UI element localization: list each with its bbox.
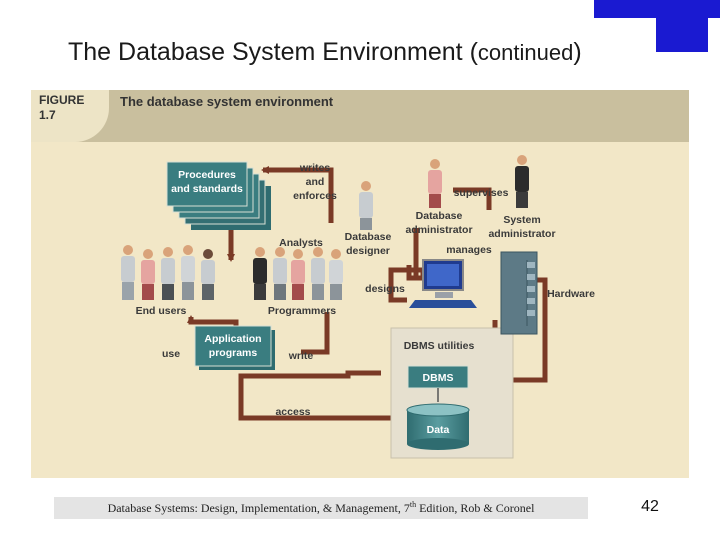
label-supervises: supervises — [454, 187, 509, 199]
programmers-figures — [253, 247, 343, 300]
application-programs-box — [194, 325, 275, 370]
corner-decoration-top — [594, 0, 720, 18]
label-application-2: programs — [209, 347, 258, 359]
label-end-users: End users — [136, 305, 187, 317]
database-administrator-figure — [428, 159, 442, 208]
connector-arrows — [187, 166, 548, 422]
system-environment-diagram: Procedures and standards writes and enfo… — [121, 155, 595, 459]
figure-header — [31, 90, 689, 142]
computer-workstation — [409, 259, 477, 308]
label-dba-1: Database — [416, 210, 463, 222]
label-application-1: Application — [204, 333, 261, 345]
label-dba-2: administrator — [405, 224, 472, 236]
figure-title: The database system environment — [120, 94, 334, 109]
label-procedures-1: Procedures — [178, 169, 236, 181]
page-number: 42 — [641, 498, 659, 515]
system-administrator-figure — [515, 155, 529, 208]
label-and: and — [306, 176, 325, 188]
label-access: access — [275, 406, 310, 418]
label-procedures-2: and standards — [171, 183, 243, 195]
figure-label-tab — [31, 90, 109, 142]
hardware-server — [500, 251, 538, 335]
label-writes: writes — [299, 162, 331, 174]
footer-citation: Database Systems: Design, Implementation… — [107, 500, 535, 515]
label-dbms-utilities: DBMS utilities — [404, 340, 475, 352]
procedures-stack — [166, 161, 271, 230]
data-cylinder — [406, 403, 470, 450]
corner-decoration-bottom — [656, 18, 708, 52]
label-designs: designs — [365, 283, 405, 295]
label-dbms: DBMS — [423, 372, 454, 384]
end-users-figures — [121, 245, 215, 300]
label-analysts: Analysts — [279, 237, 323, 249]
label-manages: manages — [446, 244, 492, 256]
label-enforces: enforces — [293, 190, 337, 202]
label-sysadmin-2: administrator — [488, 228, 555, 240]
database-designer-figure — [359, 181, 373, 230]
slide-title: The Database System Environment (continu… — [68, 38, 582, 66]
label-db-designer-2: designer — [346, 245, 390, 257]
label-db-designer-1: Database — [345, 231, 392, 243]
label-use: use — [162, 348, 180, 360]
footer-bar — [54, 497, 588, 519]
label-sysadmin-1: System — [503, 214, 540, 226]
label-programmers: Programmers — [268, 305, 336, 317]
label-hardware: Hardware — [547, 288, 595, 300]
label-write: write — [288, 350, 314, 362]
label-data: Data — [427, 424, 450, 436]
